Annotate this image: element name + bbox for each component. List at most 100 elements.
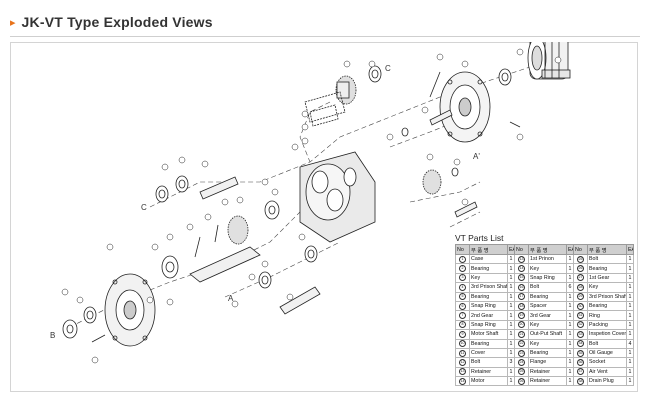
part-name: Retainer [469,366,508,378]
part-number: 25 [573,253,588,265]
col-header-qty: EA [507,244,515,255]
part-name: Socket [587,357,627,368]
part-name: Flange [528,357,567,368]
part-number-badge: 1 [459,255,466,263]
part-name: 3rd Prison Shaft [469,282,508,293]
part-qty: 1 [566,263,574,274]
part-qty: 1 [566,291,574,302]
part-qty: 1 [566,310,574,321]
part-qty: 1 [507,329,515,340]
part-number-badge: 3 [459,274,466,282]
part-name: 1st Gear [587,272,627,284]
part-number: 10 [455,338,470,349]
part-qty: 1 [626,253,634,265]
part-qty: 1 [507,282,515,293]
diagram-letter: A' [473,152,480,161]
part-number-badge: 2 [459,265,466,273]
part-number: 15 [514,272,529,284]
part-name: Case [469,253,508,265]
part-number: 1 [455,253,470,265]
part-number: 18 [514,300,529,312]
part-number-badge: 26 [518,377,525,385]
col-header-name: 부 품 명 [469,244,508,255]
part-qty: 1 [566,347,574,359]
col-header-name: 부 품 명 [587,244,627,255]
col-header-no: No [573,244,588,255]
part-qty: 1 [507,291,515,302]
part-number-badge: 19 [518,312,525,320]
part-name: Snap Ring [469,319,508,331]
part-number: 34 [573,338,588,349]
part-name: Out-Put Shaft [528,329,567,340]
part-number-badge: 10 [459,340,466,348]
part-number: 20 [514,319,529,331]
part-name: Retainer [528,366,567,378]
part-number-badge: 29 [577,293,584,301]
part-number: 30 [573,300,588,312]
part-number-badge: 16 [518,283,525,291]
part-number: 12 [455,357,470,368]
part-number-badge: 14 [518,265,525,273]
part-number-badge: 7 [459,312,466,320]
part-qty: 1 [626,329,634,340]
part-number: 31 [573,310,588,321]
part-name: Bolt [528,282,567,293]
part-number-badge: 38 [577,377,584,385]
part-qty: 6 [566,282,574,293]
part-number: 37 [573,366,588,378]
part-number: 16 [514,282,529,293]
part-name: Key [528,338,567,349]
part-qty: 4 [626,338,634,349]
part-number-badge: 28 [577,283,584,291]
part-number-badge: 15 [518,274,525,282]
part-number: 5 [455,291,470,302]
part-number: 35 [573,347,588,359]
part-qty: 1 [566,319,574,331]
part-number-badge: 32 [577,321,584,329]
part-number: 29 [573,291,588,302]
title-row: ▸ JK-VT Type Exploded Views [10,12,213,32]
part-qty: 1 [626,291,634,302]
part-qty: 1 [507,253,515,265]
parts-table: No 부 품 명 EA No 부 품 명 EA No 부 품 명 EA 1Cas… [455,244,634,387]
part-number: 26 [573,263,588,274]
part-number-badge: 8 [459,321,466,329]
part-number: 4 [455,282,470,293]
part-number: 38 [573,376,588,387]
part-number-badge: 11 [459,349,466,357]
part-number: 19 [514,310,529,321]
part-name: Packing [587,319,627,331]
col-header-no: No [514,244,529,255]
part-number-badge: 13 [518,255,525,263]
part-number: 9 [455,329,470,340]
cover-part [104,273,156,347]
part-qty: 1 [507,347,515,359]
exploded-view-diagram: B' C A' C A B [50,42,571,364]
part-name: Air Vent [587,366,627,378]
part-number: 32 [573,319,588,331]
part-number: 8 [455,319,470,331]
callout-markers [61,48,562,364]
part-number: 24 [514,357,529,368]
part-qty: 1 [626,376,634,387]
part-number-badge: 31 [577,312,584,320]
part-name: 1st Prinon [528,253,567,265]
part-number-badge: 36 [577,358,584,366]
part-number: 33 [573,329,588,340]
part-number: 22 [514,338,529,349]
part-name: Bolt [587,338,627,349]
part-number-badge: 33 [577,330,584,338]
part-name: Spacer [528,300,567,312]
gear-parts [227,75,442,245]
case-part [299,151,376,243]
part-qty: 1 [566,376,574,387]
diagram-letter: C [141,203,147,212]
